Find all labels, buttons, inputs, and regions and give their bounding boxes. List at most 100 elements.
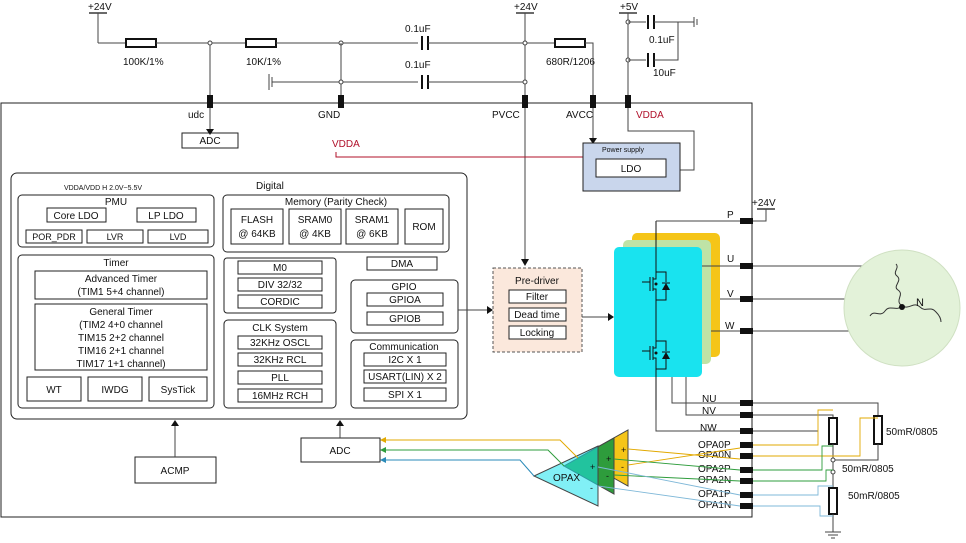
dma-label: DMA bbox=[391, 259, 414, 270]
pin-pvcc-label: PVCC bbox=[492, 110, 520, 121]
usart-label: USART(LIN) X 2 bbox=[368, 372, 442, 383]
sram1-label-2: @ 6KB bbox=[356, 229, 388, 240]
lvr-label: LVR bbox=[107, 232, 124, 242]
gpiob-label: GPIOB bbox=[389, 314, 421, 325]
pin-opa1n-label: OPA1N bbox=[698, 500, 731, 511]
shunt-network: 50mR/0805 50mR/0805 50mR/0805 bbox=[753, 402, 938, 539]
resistor-100k bbox=[125, 38, 157, 48]
pin-opa1p bbox=[740, 492, 753, 498]
ldo-block bbox=[595, 158, 667, 178]
pin-opa2n-label: OPA2N bbox=[698, 475, 731, 486]
div-block bbox=[237, 277, 323, 292]
right-pins: P U V W NU NV NW OPA0P OPA0N OPA2P OPA2N… bbox=[698, 210, 753, 511]
opax-amplifier-icon: + - + - + - bbox=[532, 429, 629, 507]
pin-w bbox=[740, 328, 753, 334]
top-pins: udc GND PVCC AVCC VDDA bbox=[188, 95, 664, 121]
gpioa-label: GPIOA bbox=[389, 295, 421, 306]
v24-mid-label: +24V bbox=[514, 2, 538, 13]
m0-label: M0 bbox=[273, 263, 287, 274]
power-supply-label: Power supply bbox=[602, 147, 645, 154]
r3-label: 680R/1206 bbox=[546, 57, 595, 68]
timer-label: Timer bbox=[103, 258, 129, 269]
gpiob-block bbox=[366, 311, 444, 326]
sram0-label-2: @ 4KB bbox=[299, 229, 331, 240]
adv-timer-label-2: (TIM1 5+4 channel) bbox=[78, 287, 165, 298]
acmp-block bbox=[134, 456, 217, 484]
memory-label: Memory (Parity Check) bbox=[285, 197, 387, 208]
iwdg-block bbox=[87, 376, 143, 402]
adv-timer-label-1: Advanced Timer bbox=[85, 274, 158, 285]
gpioa-block bbox=[366, 292, 444, 307]
gen-timer-label-2: (TIM2 4+0 channel bbox=[79, 320, 163, 331]
gen-timer-label-3: TIM15 2+2 channel bbox=[78, 333, 164, 344]
svg-text:-: - bbox=[621, 462, 624, 472]
c4-label: 10uF bbox=[653, 68, 676, 79]
pin-p bbox=[740, 218, 753, 224]
pin-w-label: W bbox=[725, 321, 735, 332]
pll-label: PLL bbox=[271, 373, 289, 384]
pin-opa0n bbox=[740, 453, 753, 459]
general-timer-block bbox=[34, 303, 208, 371]
top-supply-network: +24V 100K/1% 10K/1% 0.1uF +24V 680R/1206… bbox=[88, 2, 698, 95]
digital-label: Digital bbox=[256, 181, 284, 192]
svg-text:+: + bbox=[606, 454, 611, 464]
osc32-label: 32KHz OSCL bbox=[250, 338, 310, 349]
pin-opa0p bbox=[740, 442, 753, 448]
rch16-label: 16MHz RCH bbox=[252, 391, 308, 402]
adc-bottom-block bbox=[300, 437, 381, 463]
lvd-label: LVD bbox=[170, 232, 187, 242]
shunt-resistor-1 bbox=[828, 417, 838, 445]
lp-ldo-label: LP LDO bbox=[148, 211, 184, 222]
deadtime-block bbox=[508, 307, 567, 322]
ldo-label: LDO bbox=[621, 164, 642, 175]
pin-opa1n bbox=[740, 503, 753, 509]
div-label: DIV 32/32 bbox=[258, 280, 303, 291]
systick-label: SysTick bbox=[161, 385, 197, 396]
iwdg-label: IWDG bbox=[101, 385, 128, 396]
pin-nu bbox=[740, 400, 753, 406]
pin-gnd bbox=[338, 95, 344, 108]
clk-label: CLK System bbox=[252, 323, 308, 334]
motor-neutral-dot bbox=[899, 304, 905, 310]
i2c-block bbox=[363, 352, 447, 367]
rom-label: ROM bbox=[412, 222, 435, 233]
core-ldo-block bbox=[46, 207, 107, 223]
pin-opa2p-label: OPA2P bbox=[698, 464, 731, 475]
gen-timer-label-5: TIM17 1+1 channel) bbox=[76, 359, 165, 370]
shunt1-label: 50mR/0805 bbox=[886, 427, 938, 438]
pin-nu-label: NU bbox=[702, 394, 716, 405]
spi-label: SPI X 1 bbox=[388, 390, 422, 401]
c2-label: 0.1uF bbox=[405, 60, 431, 71]
svg-text:+: + bbox=[621, 445, 626, 455]
r2-label: 10K/1% bbox=[246, 57, 281, 68]
flash-label-2: @ 64KB bbox=[238, 229, 276, 240]
svg-text:+: + bbox=[590, 462, 595, 472]
pin-nw-label: NW bbox=[700, 423, 717, 434]
resistor-10k bbox=[245, 38, 277, 48]
shunt-resistor-2 bbox=[873, 415, 883, 445]
spi-block bbox=[363, 387, 447, 402]
cordic-label: CORDIC bbox=[260, 297, 299, 308]
pin-u bbox=[740, 263, 753, 269]
c3-label: 0.1uF bbox=[649, 35, 675, 46]
pin-avcc-label: AVCC bbox=[566, 110, 593, 121]
svg-text:-: - bbox=[606, 471, 609, 481]
cordic-block bbox=[237, 294, 323, 309]
pin-p-label: P bbox=[727, 210, 734, 221]
r1-label: 100K/1% bbox=[123, 57, 164, 68]
wt-label: WT bbox=[46, 385, 62, 396]
core-ldo-label: Core LDO bbox=[53, 211, 98, 222]
shunt2-label: 50mR/0805 bbox=[842, 464, 894, 475]
gen-timer-label-4: TIM16 2+1 channel bbox=[78, 346, 164, 357]
pin-v-label: V bbox=[727, 289, 734, 300]
pin-opa2p bbox=[740, 467, 753, 473]
deadtime-label: Dead time bbox=[514, 310, 560, 321]
resistor-680r bbox=[554, 38, 586, 48]
adc-bottom-label: ADC bbox=[329, 446, 350, 457]
pin-avcc bbox=[590, 95, 596, 108]
svg-text:-: - bbox=[590, 483, 593, 493]
acmp-label: ACMP bbox=[161, 466, 190, 477]
motor-n-label: N bbox=[916, 297, 924, 309]
systick-block bbox=[148, 376, 208, 402]
